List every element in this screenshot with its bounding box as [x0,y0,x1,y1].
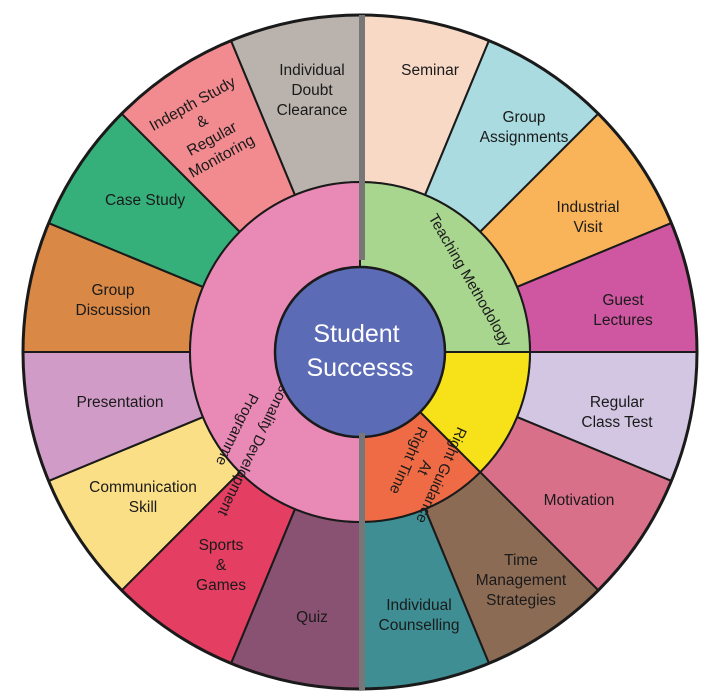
label-regular-class-test-line: Class Test [581,414,653,431]
divider-bottom [359,433,365,690]
label-communication-skill-line: Skill [129,499,157,516]
label-communication-skill-line: Communication [89,479,197,496]
divider-top [359,15,365,260]
label-motivation-line: Motivation [544,492,615,509]
label-seminar: Seminar [401,62,459,79]
label-sports-games-line: Sports [199,537,244,554]
hub-label-line1: Student [313,320,399,348]
label-time-management-line: Time [504,552,538,569]
label-sports-games-line: Games [196,577,246,594]
label-seminar-line: Seminar [401,62,459,79]
label-sports-games: Sports & Games [196,537,246,594]
label-individual-counselling-line: Counselling [379,617,460,634]
label-individual-doubt-line: Doubt [291,82,333,99]
label-individual-doubt-line: Individual [279,62,345,79]
hub-label-line2: Successs [307,354,414,382]
label-time-management-line: Strategies [486,592,556,609]
label-individual-doubt-line: Clearance [277,102,348,119]
label-presentation-line: Presentation [76,394,163,411]
label-individual-counselling-line: Individual [386,597,452,614]
label-industrial-visit-line: Visit [573,219,603,236]
label-group-assignments-line: Assignments [480,129,569,146]
label-quiz-line: Quiz [296,609,328,626]
label-guest-lectures-line: Lectures [593,312,653,329]
label-group-discussion-line: Discussion [76,302,151,319]
divider-bar [359,15,365,690]
label-quiz: Quiz [296,609,328,626]
label-time-management-line: Management [476,572,567,589]
label-group-assignments-line: Group [502,109,545,126]
label-guest-lectures-line: Guest [602,292,644,309]
label-motivation: Motivation [544,492,615,509]
label-group-discussion-line: Group [91,282,134,299]
hub: Student Successs [273,265,447,439]
hub-label: Student Successs [307,320,414,382]
hub-circle [273,265,447,439]
label-case-study-line: Case Study [105,192,185,209]
label-regular-class-test-line: Regular [590,394,644,411]
label-presentation: Presentation [76,394,163,411]
label-industrial-visit-line: Industrial [557,199,620,216]
label-case-study: Case Study [105,192,185,209]
label-sports-games-line: & [216,557,227,574]
